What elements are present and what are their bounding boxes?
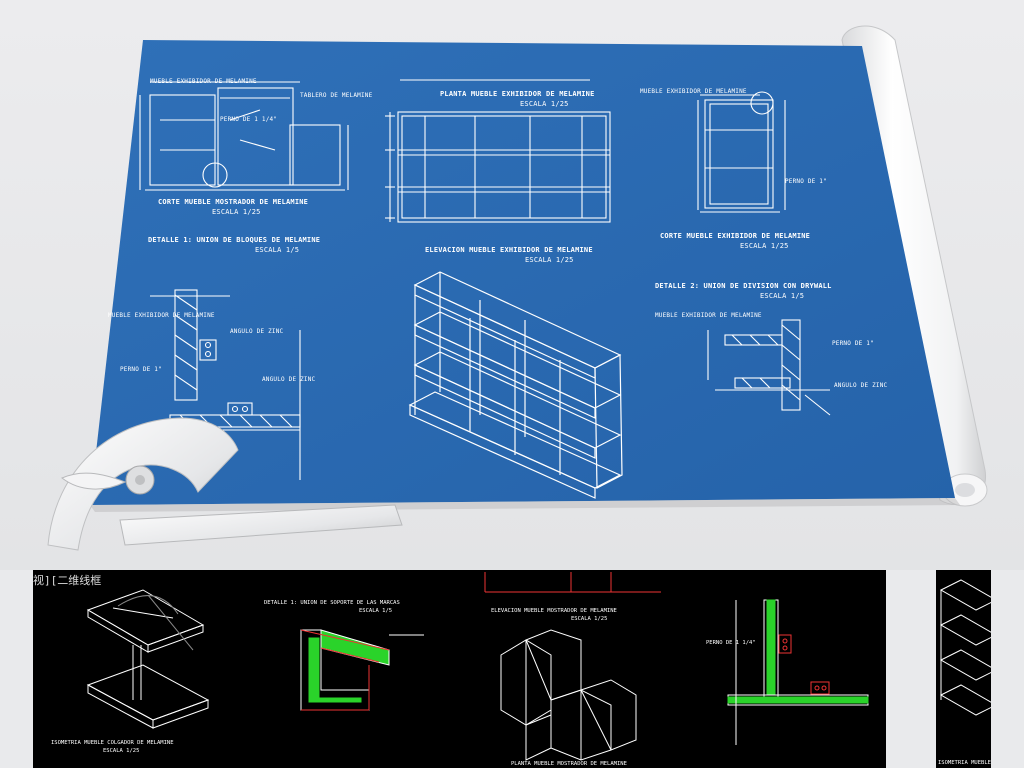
cad-panel-4: PERNO DE 1 1/4" bbox=[676, 570, 886, 768]
detail-1-title: DETALLE 1: UNION DE BLOQUES DE MELAMINE bbox=[148, 236, 321, 244]
label-perno: PERNO DE 1 1/4" bbox=[220, 116, 278, 123]
detail-2-title: DETALLE 2: UNION DE DIVISION CON DRYWALL bbox=[655, 282, 832, 290]
cad-panel-2: DETALLE 1: UNION DE SOPORTE DE LAS MARCA… bbox=[239, 570, 471, 768]
cad-mostrador bbox=[484, 572, 661, 761]
blueprint-stage: MUEBLE EXHIBIDOR DE MELAMINE PERNO DE 1 … bbox=[0, 0, 1024, 570]
section-left-scale: ESCALA 1/25 bbox=[212, 208, 261, 216]
cad-panel-1: 视][二维线框 ISOMETRIA MUEBLE COLGADOR DE MEL… bbox=[33, 570, 239, 768]
detail-1-scale: ESCALA 1/5 bbox=[255, 246, 300, 254]
blueprint-sheet bbox=[90, 40, 955, 505]
label-perno-right: PERNO DE 1" bbox=[785, 178, 827, 185]
label-melamine-right: MUEBLE EXHIBIDOR DE MELAMINE bbox=[640, 88, 747, 95]
cad-isometric-shelf bbox=[939, 579, 991, 716]
section-right-drawing bbox=[697, 91, 786, 213]
cad-panel-3: ELEVACION MUEBLE MOSTRADOR DE MELAMINE E… bbox=[471, 570, 676, 768]
cad-panel-2-scale: ESCALA 1/5 bbox=[359, 608, 393, 614]
cad-panel-5: ISOMETRIA MUEBLE bbox=[936, 570, 991, 768]
section-left-drawing bbox=[139, 81, 349, 191]
section-right-title: CORTE MUEBLE EXHIBIDOR DE MELAMINE bbox=[660, 232, 811, 240]
label-angulo: ANGULO DE ZINC bbox=[230, 328, 284, 335]
cad-panel-2-title: DETALLE 1: UNION DE SOPORTE DE LAS MARCA… bbox=[264, 600, 400, 606]
plan-top-drawing bbox=[385, 79, 611, 223]
elevation-title: ELEVACION MUEBLE EXHIBIDOR DE MELAMINE bbox=[425, 246, 593, 254]
elevation-scale: ESCALA 1/25 bbox=[525, 256, 574, 264]
paper-roll bbox=[90, 25, 988, 512]
cad-detail-junction bbox=[727, 599, 869, 745]
plan-top-title: PLANTA MUEBLE EXHIBIDOR DE MELAMINE bbox=[440, 90, 595, 98]
detail-2-scale: ESCALA 1/5 bbox=[760, 292, 805, 300]
label-melamine-d2: MUEBLE EXHIBIDOR DE MELAMINE bbox=[655, 312, 762, 319]
plan-top-scale: ESCALA 1/25 bbox=[520, 100, 569, 108]
label-tablero: TABLERO DE MELAMINE bbox=[300, 92, 373, 99]
label-section-left-dim: MUEBLE EXHIBIDOR DE MELAMINE bbox=[150, 78, 257, 85]
cad-panel-3-scale: ESCALA 1/25 bbox=[571, 616, 608, 622]
cad-panel-4-label: PERNO DE 1 1/4" bbox=[706, 640, 756, 646]
protractor-tool bbox=[47, 417, 403, 551]
cad-viewport-tab[interactable]: 视][二维线框 bbox=[33, 574, 102, 587]
cad-strip: 视][二维线框 ISOMETRIA MUEBLE COLGADOR DE MEL… bbox=[0, 570, 1024, 768]
cad-isometric-hanger bbox=[86, 589, 210, 729]
label-melamine-detail: MUEBLE EXHIBIDOR DE MELAMINE bbox=[108, 312, 215, 319]
label-angulo-d2: ANGULO DE ZINC bbox=[834, 382, 888, 389]
label-perno-detail: PERNO DE 1" bbox=[120, 366, 162, 373]
isometric-shelf-drawing bbox=[408, 271, 623, 499]
cad-panel-5-title: ISOMETRIA MUEBLE bbox=[938, 760, 991, 766]
cad-detail-bracket bbox=[300, 629, 424, 711]
section-right-scale: ESCALA 1/25 bbox=[740, 242, 789, 250]
detail-2-drawing bbox=[707, 319, 831, 416]
cad-panel-1-scale: ESCALA 1/25 bbox=[103, 748, 140, 754]
cad-panel-3-title: ELEVACION MUEBLE MOSTRADOR DE MELAMINE bbox=[491, 608, 617, 614]
section-left-title: CORTE MUEBLE MOSTRADOR DE MELAMINE bbox=[158, 198, 309, 206]
label-perno-d2: PERNO DE 1" bbox=[832, 340, 874, 347]
label-angulo-2: ANGULO DE ZINC bbox=[262, 376, 316, 383]
cad-panel-1-title: ISOMETRIA MUEBLE COLGADOR DE MELAMINE bbox=[51, 740, 174, 746]
cad-panel-3-bottom: PLANTA MUEBLE MOSTRADOR DE MELAMINE bbox=[511, 761, 627, 767]
